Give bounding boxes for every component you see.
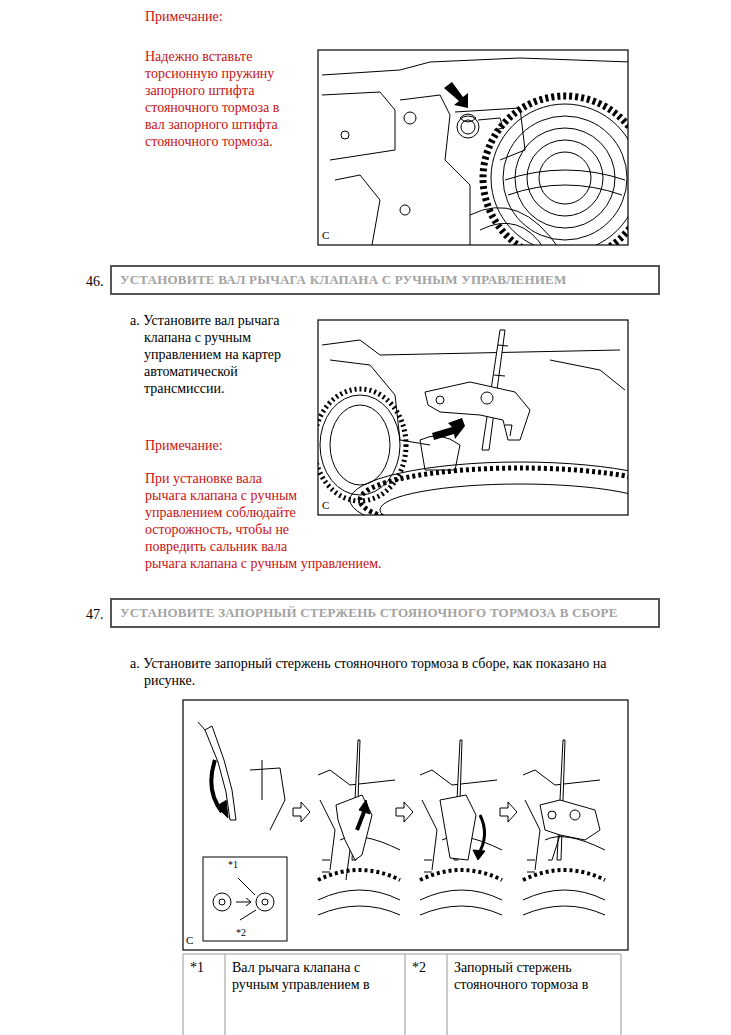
table-cell-wrap: *2 [412,959,442,976]
wrap-spacer [305,470,650,540]
note-title-wrap: Примечание: [145,437,345,454]
figure-code-wrap: C [322,228,338,242]
callout-number-wrap: *2 [236,926,256,939]
note-text: Надежно вставьте торсионную пружину запо… [145,49,279,149]
figure-code-wrap: C [322,498,338,512]
legend-table-grid [183,954,621,1035]
step-text-wrap: a. Установите запорный стержень стояночн… [130,655,650,689]
table-cell: *2 [412,960,426,975]
section-heading: УСТАНОВИТЕ ВАЛ РЫЧАГА КЛАПАНА С РУЧНЫМ У… [120,272,650,288]
figure-code: C [322,499,329,511]
section-heading: УСТАНОВИТЕ ЗАПОРНЫЙ СТЕРЖЕНЬ СТОЯНОЧНОГО… [120,605,650,621]
section-heading-box: 47.УСТАНОВИТЕ ЗАПОРНЫЙ СТЕРЖЕНЬ СТОЯНОЧН… [110,598,660,628]
note-text-wrap: При установке вала рычага клапана с ручн… [145,470,650,572]
figure-shaft [314,320,690,538]
step-text: a. Установите запорный стержень стояночн… [130,656,607,688]
table-cell: Вал рычага клапана с ручным управлением … [232,960,370,992]
figure-spring [318,50,647,260]
table-cell-wrap: Вал рычага клапана с ручным управлением … [232,959,400,993]
table-cell-wrap: Запорный стержень стояночного тормоза в [454,959,616,993]
table-cell: *1 [190,960,204,975]
callout-number-wrap: *1 [228,858,248,871]
table-cell-wrap: *1 [190,959,220,976]
figure-sequence [183,700,628,950]
callout-number: *1 [228,859,238,870]
note-text-wrap: Надежно вставьте торсионную пружину запо… [145,48,290,150]
figure-code: C [186,934,193,946]
callout-number: *2 [236,927,246,938]
figure-code-wrap: C [186,933,202,947]
step-number: 47. [86,606,104,623]
note-title: Примечание: [145,9,223,24]
step-text-wrap: a. Установите вал рычага клапана с ручны… [130,312,285,397]
section-heading-box: 46.УСТАНОВИТЕ ВАЛ РЫЧАГА КЛАПАНА С РУЧНЫ… [110,265,660,295]
note-title-wrap: Примечание: [145,8,345,25]
table-cell: Запорный стержень стояночного тормоза в [454,960,588,992]
step-number: 46. [86,273,104,290]
step-text: a. Установите вал рычага клапана с ручны… [130,313,281,396]
note-text: При установке вала рычага клапана с ручн… [145,471,382,571]
figure-code: C [322,229,329,241]
note-title: Примечание: [145,438,223,453]
